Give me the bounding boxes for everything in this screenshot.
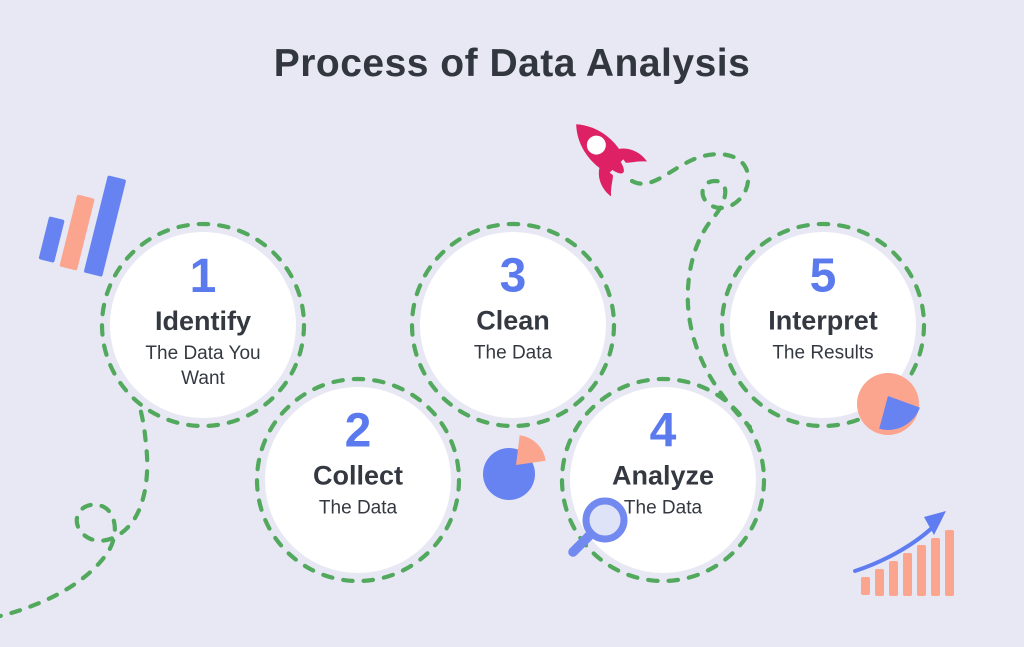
step-3-subtitle: The Data [473, 342, 553, 364]
step-1-number: 1 [189, 249, 217, 303]
step-ring-2 [254, 376, 462, 584]
step-5-title: Interpret [768, 305, 878, 336]
growth-bars-arrow-icon [853, 511, 954, 596]
step-5-number: 5 [809, 249, 837, 303]
step-3: 3 Clean The Data [474, 252, 552, 365]
step-4: 4 Analyze The Data [612, 407, 714, 520]
step-ring-1 [99, 221, 307, 429]
step-4-title: Analyze [611, 460, 715, 491]
page-title: Process of Data Analysis [273, 42, 751, 85]
step-2: 2 Collect The Data [313, 407, 403, 520]
pie-chart-icon [857, 373, 920, 435]
step-4-subtitle: The Data [623, 497, 703, 519]
step-ring-5 [719, 221, 927, 429]
step-3-title: Clean [476, 305, 550, 336]
pie-chart-small-icon [483, 435, 546, 500]
step-2-subtitle: The Data [318, 497, 398, 519]
tilted-bar-chart-icon [38, 175, 126, 277]
step-1-title: Identify [154, 305, 251, 336]
rocket-trail-path [629, 152, 753, 430]
step-5-subtitle: The Results [772, 342, 874, 364]
step-ring-3 [409, 221, 617, 429]
step-3-number: 3 [499, 249, 527, 303]
step-1-subtitle: The Data You Want [145, 342, 261, 390]
step-2-title: Collect [312, 460, 404, 491]
step-4-number: 4 [649, 404, 677, 458]
start-squiggle-path [0, 405, 150, 619]
rocket-icon [576, 124, 647, 197]
step-2-number: 2 [344, 404, 372, 458]
step-1: 1 Identify The Data You Want [131, 249, 276, 391]
magnifier-icon [568, 497, 628, 557]
step-5: 5 Interpret The Results [768, 252, 878, 365]
